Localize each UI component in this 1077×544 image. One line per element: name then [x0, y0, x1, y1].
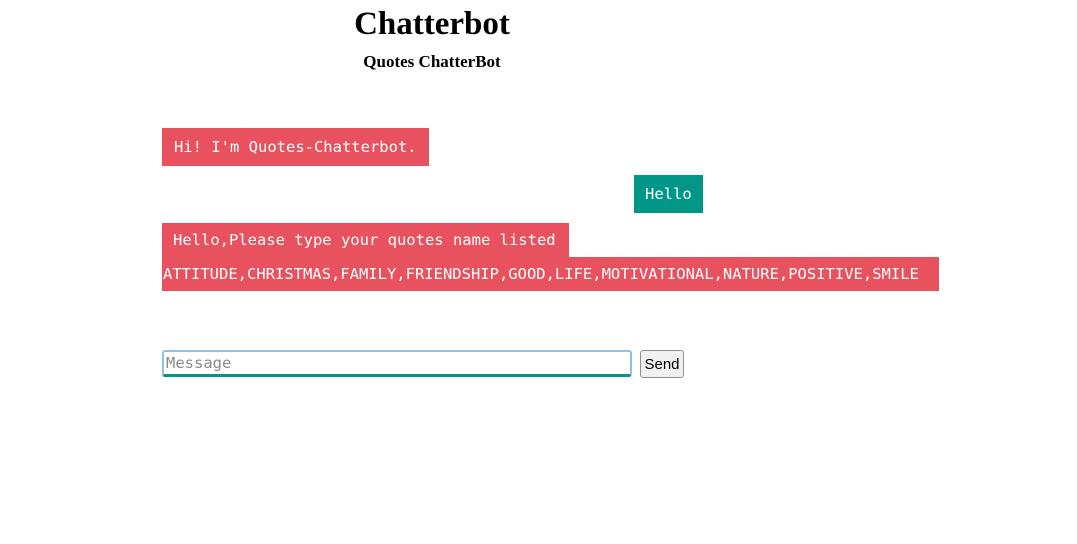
bot-message-line: Hello,Please type your quotes name liste… [162, 223, 569, 257]
page-title: Chatterbot [354, 6, 510, 42]
send-button[interactable]: Send [640, 350, 684, 378]
bot-message: Hi! I'm Quotes-Chatterbot. [162, 128, 429, 166]
page-header: Chatterbot Quotes ChatterBot [0, 0, 864, 72]
user-message: Hello [634, 175, 703, 213]
message-input[interactable] [162, 350, 632, 377]
page-subtitle: Quotes ChatterBot [363, 52, 501, 71]
bot-message-line: ATTITUDE,CHRISTMAS,FAMILY,FRIENDSHIP,GOO… [162, 257, 939, 291]
